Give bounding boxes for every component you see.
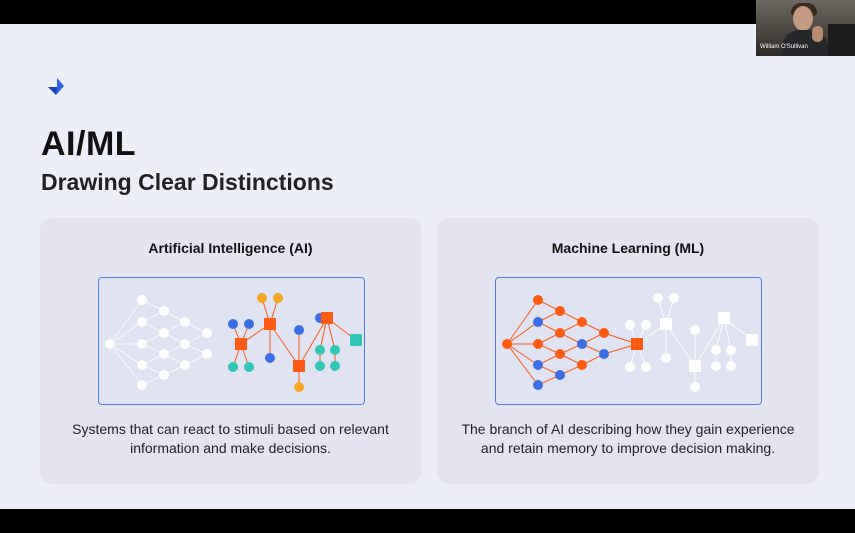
participant-head [793,6,813,31]
slide-subtitle: Drawing Clear Distinctions [41,169,334,195]
ai-card-title: Artificial Intelligence (AI) [148,240,313,256]
ai-network-diagram [98,277,365,405]
ai-card-description: Systems that can react to stimuli based … [72,421,389,456]
slide-title: AI/ML [41,125,137,163]
ml-network-diagram [495,277,762,405]
participant-name: William O'Sullivan [760,44,808,50]
ml-network-illustration [502,293,758,392]
ml-card-title: Machine Learning (ML) [551,240,705,256]
participant-video-tile[interactable]: William O'Sullivan [756,0,855,56]
ml-card-description: The branch of AI describing how they gai… [461,421,795,456]
ai-card: Artificial Intelligence (AI) [40,218,421,484]
participant-hand [812,26,823,42]
logo-icon [48,78,64,95]
presentation-slide: AI/ML Drawing Clear Distinctions Artific… [0,24,855,509]
bottom-letterbox [0,509,855,533]
ml-card: Machine Learning (ML) [437,218,819,484]
ai-network-illustration [105,293,362,392]
participant-background-shadow [828,24,855,56]
